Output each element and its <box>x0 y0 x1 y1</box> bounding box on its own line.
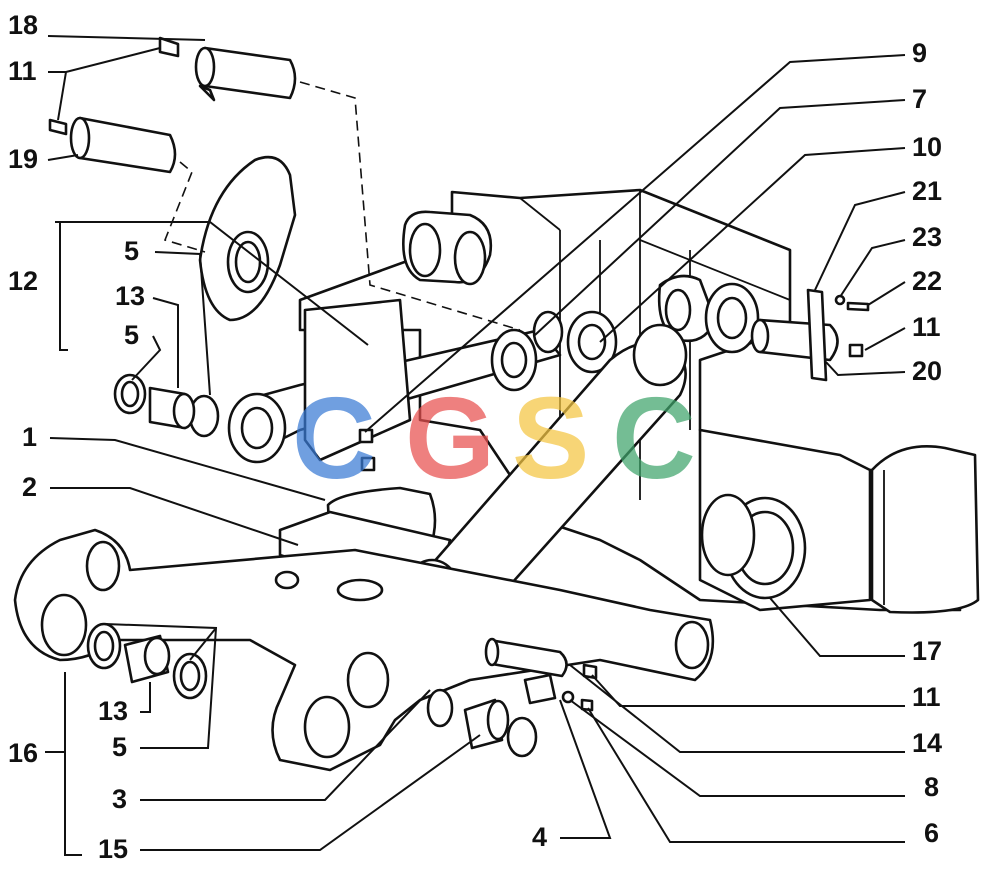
callout-11-top: 11 <box>8 56 37 86</box>
callout-11-lower: 11 <box>912 682 941 712</box>
seal-7 <box>532 310 564 354</box>
assembly-dashed-lines <box>163 81 521 331</box>
plate-21 <box>806 288 828 382</box>
callout-9: 9 <box>912 38 927 68</box>
plate-4 <box>523 673 557 705</box>
callout-5-upper: 5 <box>124 236 139 266</box>
frame-lug-hole-1 <box>408 222 442 278</box>
callout-19: 19 <box>8 144 38 174</box>
callout-4: 4 <box>532 822 547 852</box>
sleeve-19 <box>73 116 177 174</box>
callout-13-upper: 13 <box>115 281 145 311</box>
callout-21: 21 <box>912 176 942 206</box>
seal-3 <box>426 688 454 728</box>
callout-12: 12 <box>8 266 38 296</box>
callout-23: 23 <box>912 222 942 252</box>
callout-22: 22 <box>912 266 942 296</box>
callout-5-lower: 5 <box>112 732 127 762</box>
leader-lines <box>45 35 906 856</box>
callout-14: 14 <box>912 728 942 758</box>
callout-16: 16 <box>8 738 38 768</box>
grease-nipple-11-b <box>48 118 68 136</box>
bolt-6 <box>580 698 594 712</box>
frame-lug-hole-2 <box>453 230 487 286</box>
callout-11-right: 11 <box>912 312 941 342</box>
oscillation-pad <box>870 445 980 614</box>
watermark-letter-4: C <box>612 373 696 503</box>
bolt-22 <box>846 301 870 312</box>
parts-drawing <box>13 36 980 772</box>
callout-13-lower: 13 <box>98 696 128 726</box>
callout-3: 3 <box>112 784 127 814</box>
callout-7: 7 <box>912 84 927 114</box>
callout-numbers: 18 11 19 12 5 13 5 1 2 16 13 5 3 15 4 9 … <box>8 10 942 864</box>
watermark-letter-3: S <box>512 373 589 503</box>
pin-14 <box>488 638 568 678</box>
callout-18: 18 <box>8 10 38 40</box>
watermark-letter-2: G <box>405 373 495 503</box>
callout-1: 1 <box>22 422 37 452</box>
grease-nipple-11-right <box>848 343 864 358</box>
grease-nipple-11-a <box>158 36 180 58</box>
callout-5-mid: 5 <box>124 320 139 350</box>
callout-6: 6 <box>924 818 939 848</box>
washer-23 <box>834 294 846 306</box>
callout-17: 17 <box>912 636 942 666</box>
callout-15: 15 <box>98 834 128 864</box>
callout-10: 10 <box>912 132 942 162</box>
callout-2: 2 <box>22 472 37 502</box>
watermark-letter-1: C <box>292 373 376 503</box>
callout-20: 20 <box>912 356 942 386</box>
callout-8: 8 <box>924 772 939 802</box>
watermark-logo: C G S C <box>292 373 696 503</box>
seal-15b <box>506 716 538 758</box>
